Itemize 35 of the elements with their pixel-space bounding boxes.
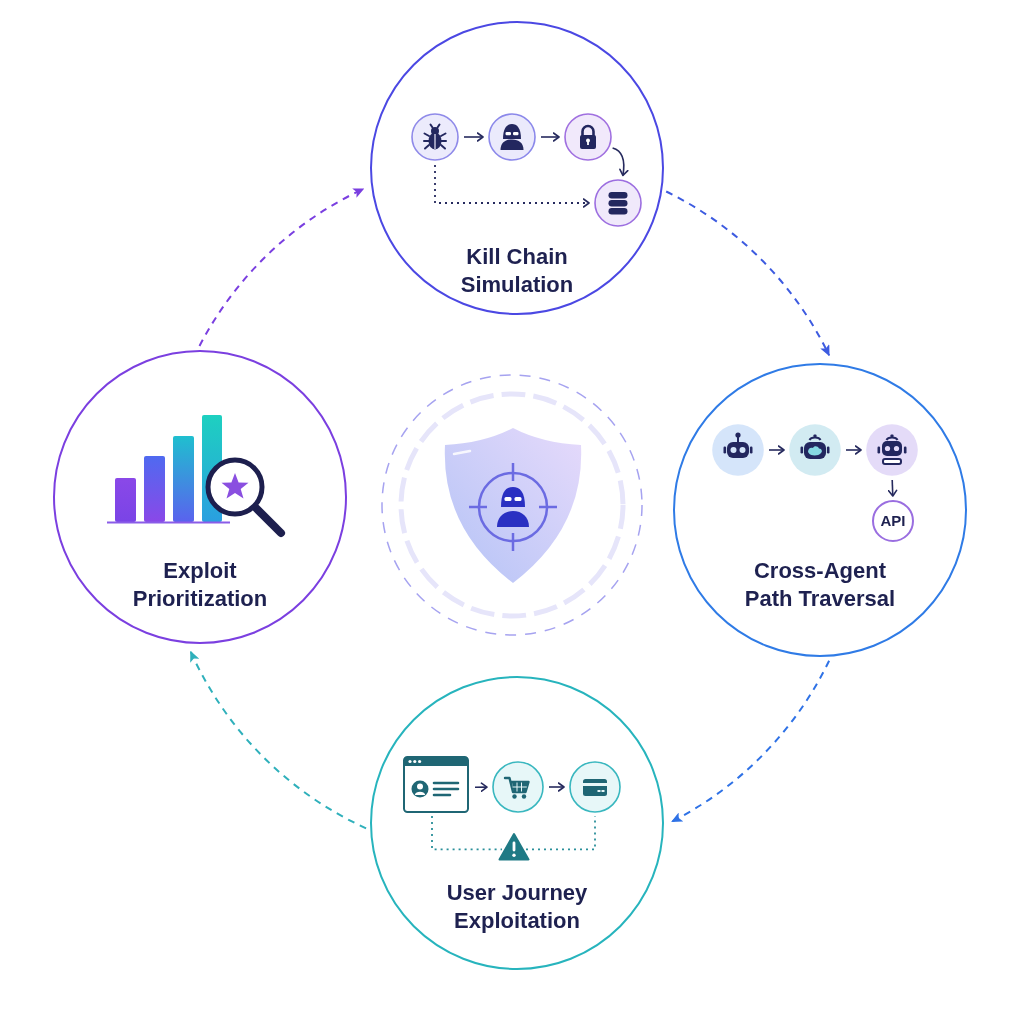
- arrow: [887, 479, 898, 497]
- arrow: [768, 445, 785, 455]
- padlock-icon: [564, 113, 612, 161]
- stage-circle: [370, 21, 664, 315]
- dashed-arrow: [189, 650, 368, 830]
- stage-title: User Journey Exploitation: [445, 879, 589, 935]
- database-icon: [594, 179, 642, 227]
- arrow: [463, 132, 484, 142]
- bug-icon: [411, 113, 459, 161]
- endpoint-circle: [872, 500, 914, 542]
- stage-title: Exploit Prioritization: [131, 557, 269, 613]
- arrow: [845, 445, 862, 455]
- stage-title: Cross-Agent Path Traversal: [743, 557, 897, 613]
- dashed-arrow: [665, 190, 831, 357]
- arrow: [474, 782, 488, 792]
- stage-circle: [370, 676, 664, 970]
- dotted-line: [431, 815, 503, 851]
- robot-icon: [789, 424, 841, 476]
- browser-window-icon: [403, 756, 469, 813]
- robot-icon: [866, 424, 918, 476]
- warning-icon: [498, 832, 530, 861]
- dashed-arrow: [198, 187, 365, 347]
- hooded-figure-icon: [488, 113, 536, 161]
- credit-card-icon: [569, 761, 621, 813]
- arrow: [548, 782, 565, 792]
- robot-icon: [712, 424, 764, 476]
- shopping-cart-icon: [492, 761, 544, 813]
- arrow: [540, 132, 560, 142]
- stage-circle: [673, 363, 967, 657]
- arrow: [611, 147, 629, 177]
- dashed-arrow: [671, 659, 831, 823]
- stage-circle: [53, 350, 347, 644]
- dashed-arrow: [434, 164, 590, 208]
- node-label: API: [880, 512, 906, 530]
- stage-title: Kill Chain Simulation: [459, 243, 575, 299]
